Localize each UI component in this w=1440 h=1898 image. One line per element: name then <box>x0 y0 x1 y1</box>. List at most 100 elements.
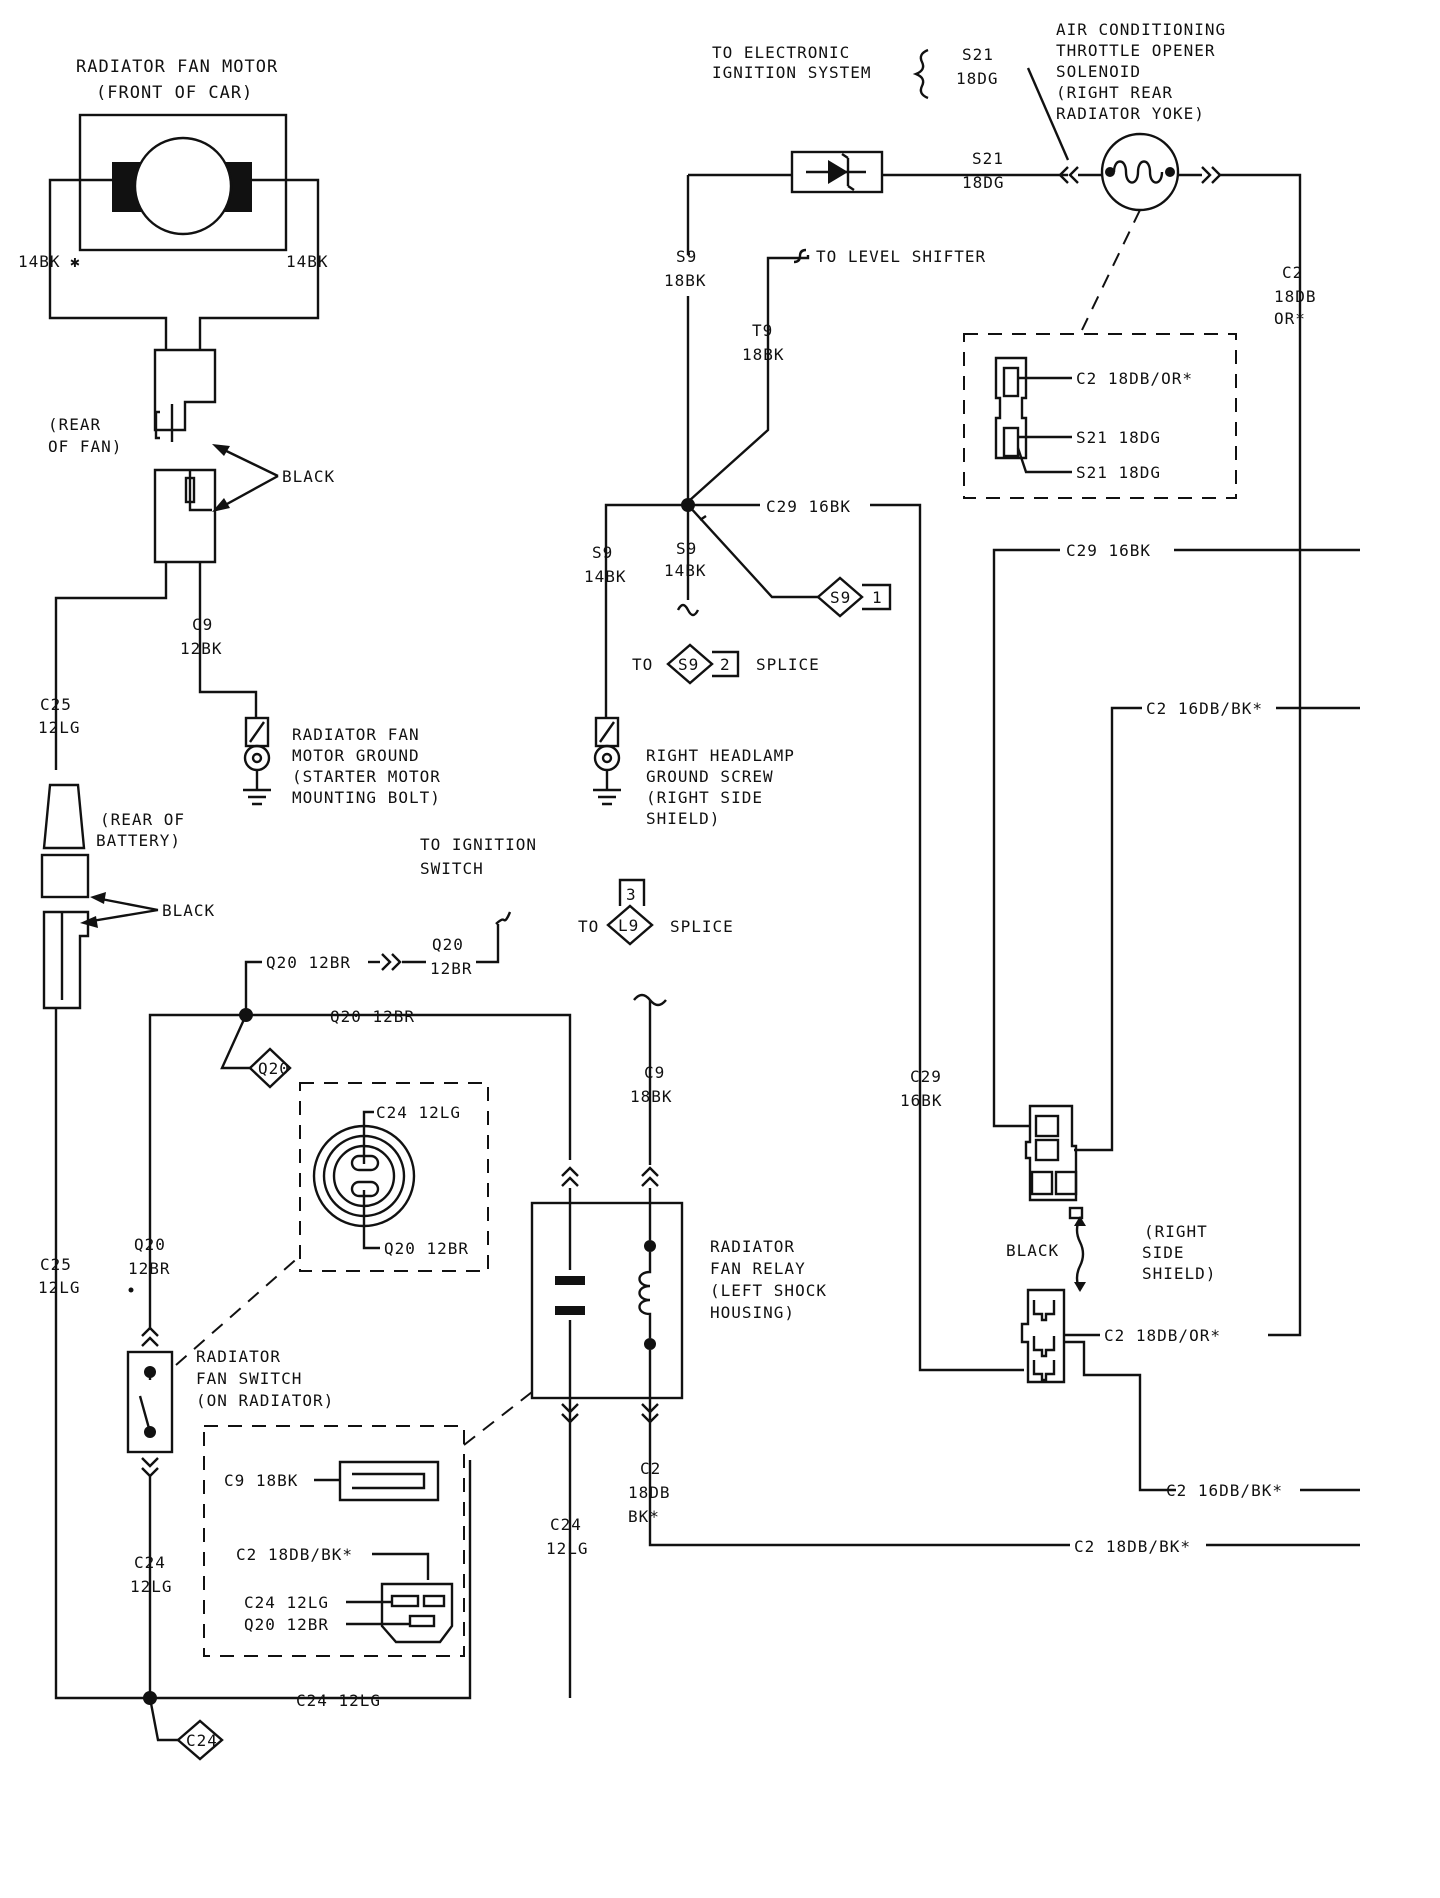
battery-label-line1: (REAR OF <box>100 810 185 829</box>
fan-motor-right-wire: 14BK <box>286 252 329 271</box>
relay-left-top-chevron-icon <box>561 1166 579 1187</box>
to-electronic-line1: TO ELECTRONIC <box>712 43 850 62</box>
motor-ground-line1: RADIATOR FAN <box>292 725 420 744</box>
s21-mid-id: S21 <box>972 149 1004 168</box>
relay-conn-c2: C2 18DB/BK* <box>236 1545 353 1564</box>
fan-motor-left-wire: 14BK <box>18 252 61 271</box>
rear-of-fan-line2: OF FAN) <box>48 437 122 456</box>
q20-diamond-label: Q20 <box>258 1059 290 1078</box>
fs-q20-gauge: 12BR <box>128 1259 171 1278</box>
ac-label-line3: SOLENOID <box>1056 62 1141 81</box>
asterisk-icon: ✱ <box>70 252 81 271</box>
relay-connector-main <box>380 1582 454 1644</box>
c25-lower-gauge: 12LG <box>38 1278 81 1297</box>
relay-coil-icon <box>638 1252 652 1338</box>
to-electronic-line2: IGNITION SYSTEM <box>712 63 872 82</box>
fan-motor-subtitle: (FRONT OF CAR) <box>96 83 253 103</box>
relay-c9-id: C9 <box>644 1063 665 1082</box>
c2-or-color: OR* <box>1274 309 1306 328</box>
headlamp-ground-line2: GROUND SCREW <box>646 767 774 786</box>
fan-switch-contact-icon <box>138 1372 152 1433</box>
relay-c2-id: C2 <box>640 1459 661 1478</box>
s9-left-gauge: 14BK <box>584 567 627 586</box>
fs-conn-q20: Q20 12BR <box>384 1239 469 1258</box>
relay-contact-lower <box>555 1306 585 1315</box>
ignition-switch-line1: TO IGNITION <box>420 835 537 854</box>
c9-wire-gauge: 12BK <box>180 639 223 658</box>
headlamp-ground-screw-icon <box>593 744 621 772</box>
fs-conn-c24: C24 12LG <box>376 1103 461 1122</box>
c2-or-lower-label: C2 18DB/OR* <box>1104 1326 1221 1345</box>
relay-c2-color: BK* <box>628 1507 660 1526</box>
c9-motor-ground: C9 12BK RADIATOR FAN MOTOR GROUND (START… <box>54 562 441 807</box>
s21-top-gauge: 18DG <box>956 69 999 88</box>
c2-bk-lower-label: C2 16DB/BK* <box>1166 1481 1283 1500</box>
relay-right-top-chevron-icon <box>641 1166 659 1187</box>
shield-label-line1: (RIGHT <box>1144 1222 1208 1241</box>
ground-symbol-icon <box>243 770 271 806</box>
fan-switch-body <box>126 1350 174 1454</box>
ac-throttle-solenoid: TO ELECTRONIC IGNITION SYSTEM S21 18DG A… <box>686 20 1317 1337</box>
c2-or-gauge: 18DB <box>1274 287 1317 306</box>
fan-motor-armature <box>133 136 233 236</box>
battery-connector-female <box>42 910 90 1010</box>
relay-label-line2: FAN RELAY <box>710 1259 806 1278</box>
motor-ground-line4: MOUNTING BOLT) <box>292 788 441 807</box>
ac-label-line2: THROTTLE OPENER <box>1056 41 1216 60</box>
c25-upper-gauge: 12LG <box>38 718 81 737</box>
c25-lower-id: C25 <box>40 1255 72 1274</box>
s9-splice1-num: 1 <box>872 588 883 607</box>
relay-conn-q20: Q20 12BR <box>244 1615 329 1634</box>
shield-connector-lower <box>1020 1288 1066 1384</box>
relay-box <box>530 1201 684 1400</box>
relay-label-line3: (LEFT SHOCK <box>710 1281 827 1300</box>
fan-motor-housing <box>78 113 288 252</box>
l9-num: 3 <box>626 885 637 904</box>
right-side-shield: C29 16BK C2 16DB/BK* C29 16BK BLACK (RIG… <box>900 541 1360 1500</box>
l9-splice-diamond <box>606 904 654 946</box>
radiator-fan-motor: RADIATOR FAN MOTOR (FRONT OF CAR) 14BK ✱… <box>18 57 335 564</box>
rear-of-fan-line1: (REAR <box>48 415 101 434</box>
relay-label-line4: HOUSING) <box>710 1303 795 1322</box>
relay-connector-c9-cavity <box>338 1460 440 1502</box>
relay-label-line1: RADIATOR <box>710 1237 795 1256</box>
to-splice-word: TO <box>632 655 653 674</box>
fan-connector-color: BLACK <box>282 467 335 486</box>
relay-c24-gauge: 12LG <box>546 1539 589 1558</box>
fan-connector-female <box>153 468 217 564</box>
s9-splice-network: S9 18BK TO LEVEL SHIFTER T9 18BK C29 16B… <box>584 247 1024 1372</box>
s21-top-id: S21 <box>962 45 994 64</box>
fan-switch-label-line2: FAN SWITCH <box>196 1369 302 1388</box>
ac-label-line1: AIR CONDITIONING <box>1056 20 1226 39</box>
shield-label-line2: SIDE <box>1142 1243 1185 1262</box>
q20-mid-label: Q20 12BR <box>330 1007 415 1026</box>
ac-label-line4: (RIGHT REAR <box>1056 83 1173 102</box>
s9-mid-id: S9 <box>676 539 697 558</box>
sol-pin-s21-b: S21 18DG <box>1076 463 1161 482</box>
q20-right-gauge: 12BR <box>430 959 473 978</box>
s9-left-id: S9 <box>592 543 613 562</box>
relay-conn-c9: C9 18BK <box>224 1471 298 1490</box>
s9-splice2-num: 2 <box>720 655 731 674</box>
fan-motor-title: RADIATOR FAN MOTOR <box>76 57 278 77</box>
fan-switch-label-line1: RADIATOR <box>196 1347 281 1366</box>
c9-wire-id: C9 <box>192 615 213 634</box>
q20-diamond <box>248 1047 292 1089</box>
s9-mid-gauge: 14BK <box>664 561 707 580</box>
ignition-switch-feed: TO IGNITION SWITCH Q20 12BR Q20 12BR Q20… <box>148 835 734 1290</box>
headlamp-ground-symbol-icon <box>593 770 621 806</box>
fan-switch-bottom-chevron-icon <box>141 1457 159 1478</box>
fs-c24-id: C24 <box>134 1553 166 1572</box>
s21-mid-gauge: 18DG <box>962 173 1005 192</box>
diode-icon <box>828 160 848 184</box>
headlamp-ground-line3: (RIGHT SIDE <box>646 788 763 807</box>
relay-conn-c24: C24 12LG <box>244 1593 329 1612</box>
sol-pin-s21-a: S21 18DG <box>1076 428 1161 447</box>
relay-c24-id: C24 <box>550 1515 582 1534</box>
l9-splice-word: SPLICE <box>670 917 734 936</box>
shield-black-label: BLACK <box>1006 1241 1059 1260</box>
fan-switch-label-line3: (ON RADIATOR) <box>196 1391 334 1410</box>
s9-splice1-diamond <box>816 576 864 618</box>
relay-c2-gauge: 18DB <box>628 1483 671 1502</box>
t9-gauge: 18BK <box>742 345 785 364</box>
